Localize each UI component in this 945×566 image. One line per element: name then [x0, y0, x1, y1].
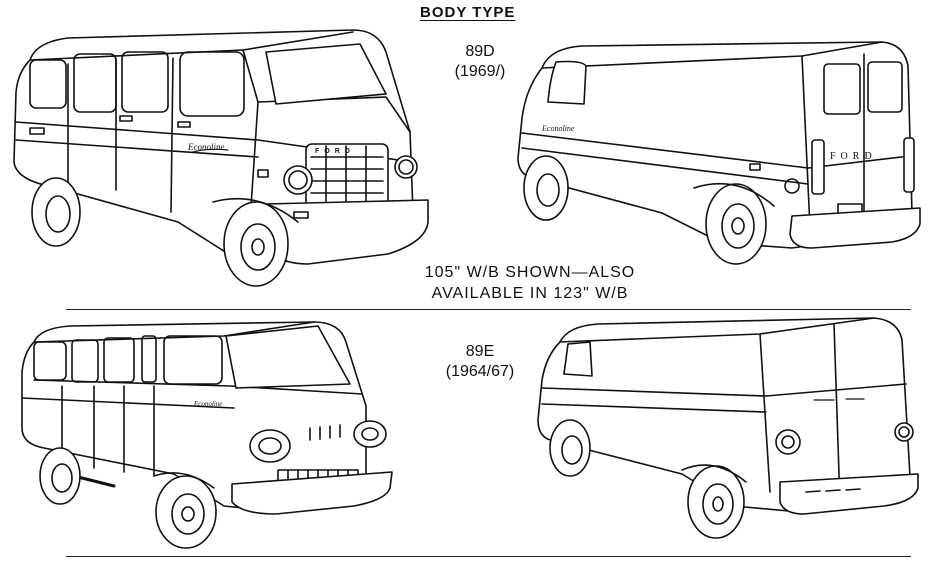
van-89d-door-lettering: FORD	[830, 151, 877, 162]
bottom-divider	[66, 556, 911, 557]
van-89e-front-script-badge: Econoline	[193, 400, 222, 408]
model-89d-code: 89D	[465, 43, 495, 60]
van-89d-rear-script-badge: Econoline	[541, 124, 575, 133]
body-type-heading: BODY TYPE	[420, 4, 516, 21]
van-89e-rear-illustration	[534, 316, 926, 550]
van-89d-grille-lettering: FORD	[315, 148, 355, 155]
model-89d-label: 89D (1969/)	[450, 42, 510, 82]
van-89d-rear-illustration: FORD Econoline	[512, 38, 932, 288]
van-89d-front-script-badge: Econoline	[187, 142, 225, 152]
wheelbase-note-line2: AVAILABLE IN 123" W/B	[431, 285, 629, 302]
wheelbase-note-line1: 105" W/B SHOWN—ALSO	[424, 264, 636, 281]
wheelbase-note: 105" W/B SHOWN—ALSO AVAILABLE IN 123" W/…	[400, 262, 660, 304]
model-89d-years: (1969/)	[454, 63, 506, 80]
model-89e-code: 89E	[465, 343, 495, 360]
model-89e-years: (1964/67)	[445, 363, 515, 380]
section-divider	[66, 309, 911, 310]
van-89d-front-illustration: Econoline FORD	[8, 22, 428, 297]
model-89e-label: 89E (1964/67)	[425, 342, 535, 382]
van-89e-front-illustration: Econoline	[14, 316, 424, 556]
